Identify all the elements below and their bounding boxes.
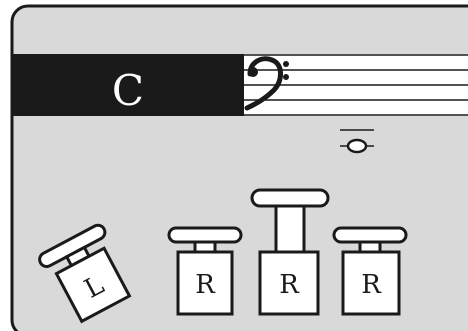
key-stem [274, 204, 306, 254]
note-head [346, 138, 368, 154]
key-label: R [195, 270, 216, 300]
key-body [258, 250, 320, 316]
key-label: R [279, 270, 300, 300]
key-cap [250, 188, 330, 208]
key-label: R [361, 270, 382, 300]
key-r-2[interactable]: R [250, 188, 330, 316]
key-cap [167, 226, 243, 244]
bass-clef-icon [244, 56, 289, 111]
key-r-3[interactable]: R [332, 226, 408, 316]
key-cap [332, 226, 408, 244]
whole-note [340, 129, 374, 154]
key-body [176, 250, 234, 316]
key-body [54, 246, 132, 324]
note-name-banner [12, 54, 244, 116]
key-r-1[interactable]: R [167, 226, 243, 316]
note-name: C [112, 66, 144, 115]
staff-lines [244, 54, 468, 116]
key-body [341, 250, 401, 316]
key-l[interactable]: L [37, 223, 137, 326]
